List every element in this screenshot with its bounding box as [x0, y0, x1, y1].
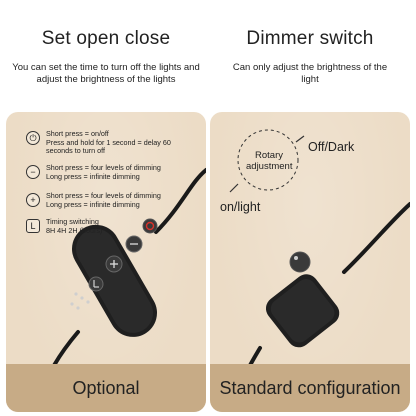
timer-controller-column: Set open close You can set the time to t…: [6, 0, 206, 416]
plus-icon: +: [26, 193, 40, 207]
power-button-graphic: [142, 218, 158, 234]
legend-timer: L Timing switching 8H 4H 2H (hours): [26, 217, 103, 235]
off-dark-label: Off/Dark: [308, 140, 355, 154]
legend-power-line-3: seconds to turn off: [46, 146, 106, 156]
timer-button-graphic: [88, 276, 104, 292]
timer-icon: L: [26, 219, 40, 233]
legend-minus-line-2: Long press = infinite dimming: [46, 171, 140, 181]
right-description: Can only adjust the brightness of the li…: [232, 62, 388, 85]
legend-power-line-1: Short press = on/off: [46, 129, 109, 138]
on-light-label: on/light: [220, 200, 261, 214]
plus-button-graphic: [105, 255, 123, 273]
legend-plus: + Short press = four levels of dimming L…: [26, 191, 161, 209]
rotary-adjustment-label: Rotary adjustment: [246, 150, 293, 172]
legend-timer-line-1: Timing switching: [46, 217, 99, 226]
legend-power-line-2: Press and hold for 1 second = delay 60: [46, 137, 171, 147]
legend-timer-line-2: 8H 4H 2H (hours): [46, 225, 103, 235]
remote-controller-illustration: [32, 168, 206, 412]
legend-power: ⏻ Short press = on/off Press and hold fo…: [26, 129, 171, 156]
dimmer-switch-column: Dimmer switch Can only adjust the bright…: [210, 0, 410, 416]
legend-plus-line-1: Short press = four levels of dimming: [46, 191, 161, 200]
dimmer-switch-illustration: [228, 129, 410, 412]
rotary-knob-graphic: [289, 251, 311, 273]
right-product-panel: Rotary adjustment Off/Dark on/light Stan…: [210, 112, 410, 412]
left-product-panel: ⏻ Short press = on/off Press and hold fo…: [6, 112, 206, 412]
minus-icon: −: [26, 165, 40, 179]
minus-button-graphic: [125, 235, 143, 253]
legend-plus-line-2: Long press = infinite dimming: [46, 199, 140, 209]
power-icon: ⏻: [26, 131, 40, 145]
legend-minus-line-1: Short press = four levels of dimming: [46, 163, 161, 172]
left-footer: Optional: [6, 364, 206, 412]
legend-minus: − Short press = four levels of dimming L…: [26, 163, 161, 181]
left-description: You can set the time to turn off the lig…: [12, 62, 200, 85]
right-footer: Standard configuration: [210, 364, 410, 412]
right-title: Dimmer switch: [246, 28, 374, 49]
left-title: Set open close: [41, 28, 171, 49]
